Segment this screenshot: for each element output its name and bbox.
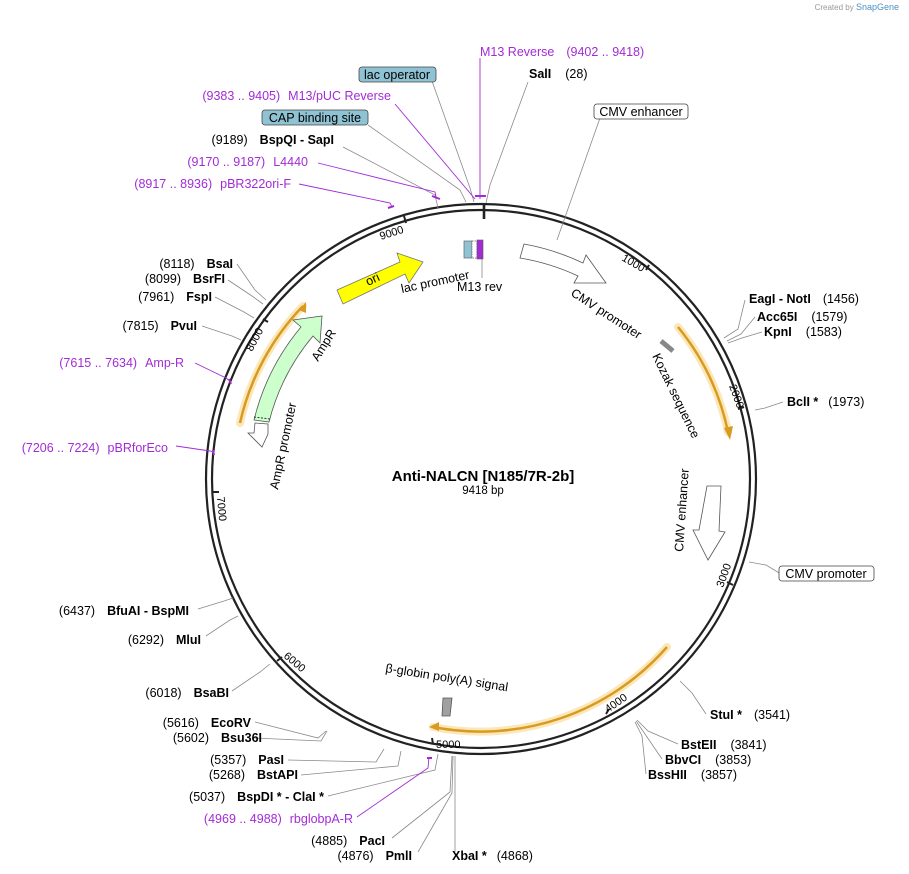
primer-pbr322ori-f[interactable]: (8917 .. 8936)pBR322ori-F	[134, 177, 291, 191]
site-mlui[interactable]: (6292)MluI	[128, 633, 201, 647]
site-kpni[interactable]: KpnI(1583)	[764, 325, 842, 339]
primer-rbglobpa-r[interactable]: (4969 .. 4988)rbglobpA-R	[204, 812, 353, 826]
site-sali[interactable]: SalI(28)	[529, 67, 587, 81]
box-cap-binding-site[interactable]: CAP binding site	[261, 109, 369, 126]
lac-operator-label: lac operator	[364, 68, 430, 82]
site-bsrfi[interactable]: (8099)BsrFI	[145, 272, 225, 286]
site-eagi-noti[interactable]: EagI - NotI(1456)	[749, 292, 859, 306]
plasmid-title: Anti-NALCN [N185/7R-2b]	[392, 468, 575, 485]
orf-arrows	[236, 302, 733, 736]
feature-m13-rev[interactable]: M13 rev	[457, 239, 503, 294]
site-paci[interactable]: (4885)PacI	[311, 834, 385, 848]
primer-leaders	[175, 58, 486, 818]
tick-label-8000: 8000	[244, 326, 266, 353]
snapgene-credit: Created by SnapGene	[815, 2, 899, 12]
site-bsteii[interactable]: BstEII(3841)	[681, 738, 767, 752]
feature-cmv-promoter-label: CMV promoter	[568, 286, 644, 342]
site-bspqi-sapi[interactable]: (9189)BspQI - SapI	[212, 133, 334, 147]
site-labels-left: (4876)PmlI (4885)PacI (5037)BspDI * - Cl…	[59, 133, 412, 863]
tick-label-2000: 2000	[726, 383, 746, 410]
feature-m13-rev-label: M13 rev	[457, 280, 503, 294]
feature-cmv-enhancer-label: CMV enhancer	[672, 468, 692, 552]
primer-m13-reverse[interactable]: M13 Reverse(9402 .. 9418)	[480, 45, 644, 59]
primer-labels: M13 Reverse(9402 .. 9418) (9383 .. 9405)…	[22, 45, 644, 826]
feature-ampr-promoter-label: AmpR promoter	[267, 401, 299, 490]
tick-label-5000: 5000	[436, 739, 460, 751]
tick-label-7000: 7000	[214, 496, 228, 521]
primer-m13-puc-reverse[interactable]: (9383 .. 9405)M13/pUC Reverse	[202, 89, 391, 103]
site-bcli[interactable]: BclI *(1973)	[787, 395, 864, 409]
box-cmv-promoter[interactable]: CMV promoter	[778, 565, 875, 582]
site-bstapi[interactable]: (5268)BstAPI	[209, 768, 298, 782]
site-bsabi[interactable]: (6018)BsaBI	[145, 686, 229, 700]
site-pmli[interactable]: (4876)PmlI	[337, 849, 412, 863]
box-lac-operator[interactable]: lac operator	[358, 66, 437, 83]
feature-leaders	[367, 80, 782, 575]
feature-beta-globin-polya[interactable]: β-globin poly(A) signal	[385, 661, 510, 717]
feature-ori[interactable]: ori	[336, 252, 424, 305]
site-bsshii[interactable]: BssHII(3857)	[648, 768, 737, 782]
snapgene-logo-text: SnapGene	[855, 2, 899, 12]
site-pasi[interactable]: (5357)PasI	[210, 753, 284, 767]
site-acc65i[interactable]: Acc65I(1579)	[757, 310, 847, 324]
box-cmv-enhancer[interactable]: CMV enhancer	[593, 103, 689, 120]
site-bfuai-bspmi[interactable]: (6437)BfuAI - BspMI	[59, 604, 189, 618]
feature-beta-globin-label: β-globin poly(A) signal	[385, 661, 510, 694]
site-stui[interactable]: StuI *(3541)	[710, 708, 790, 722]
site-leaders	[197, 81, 784, 853]
primer-l4440[interactable]: (9170 .. 9187)L4440	[187, 155, 308, 169]
plasmid-backbone	[204, 202, 758, 756]
ticks	[213, 203, 745, 745]
site-fspi[interactable]: (7961)FspI	[138, 290, 212, 304]
feature-kozak-label: Kozak sequence	[649, 351, 702, 440]
site-bspdi-clai[interactable]: (5037)BspDI * - ClaI *	[189, 790, 324, 804]
primer-pbrforeco[interactable]: (7206 .. 7224)pBRforEco	[22, 441, 168, 455]
cap-binding-label: CAP binding site	[269, 111, 361, 125]
site-bsu36i[interactable]: (5602)Bsu36I	[173, 731, 262, 745]
feature-ori-label: ori	[363, 270, 382, 289]
site-ecorv[interactable]: (5616)EcoRV	[163, 716, 252, 730]
primer-amp-r[interactable]: (7615 .. 7634)Amp-R	[59, 356, 184, 370]
tick-label-9000: 9000	[378, 224, 405, 243]
cmv-promoter-box-label: CMV promoter	[785, 567, 866, 581]
feature-cmv-enhancer-inner[interactable]: CMV enhancer	[672, 468, 726, 561]
site-xbai[interactable]: XbaI *(4868)	[452, 849, 533, 863]
site-labels-right: SalI(28) EagI - NotI(1456) Acc65I(1579) …	[452, 67, 864, 863]
plasmid-length: 9418 bp	[462, 485, 504, 497]
created-by-text: Created by	[814, 3, 854, 12]
cmv-enhancer-box-label: CMV enhancer	[599, 105, 682, 119]
site-bsai[interactable]: (8118)BsaI	[159, 257, 233, 271]
site-pvui[interactable]: (7815)PvuI	[122, 319, 197, 333]
site-bbvci[interactable]: BbvCI(3853)	[665, 753, 751, 767]
